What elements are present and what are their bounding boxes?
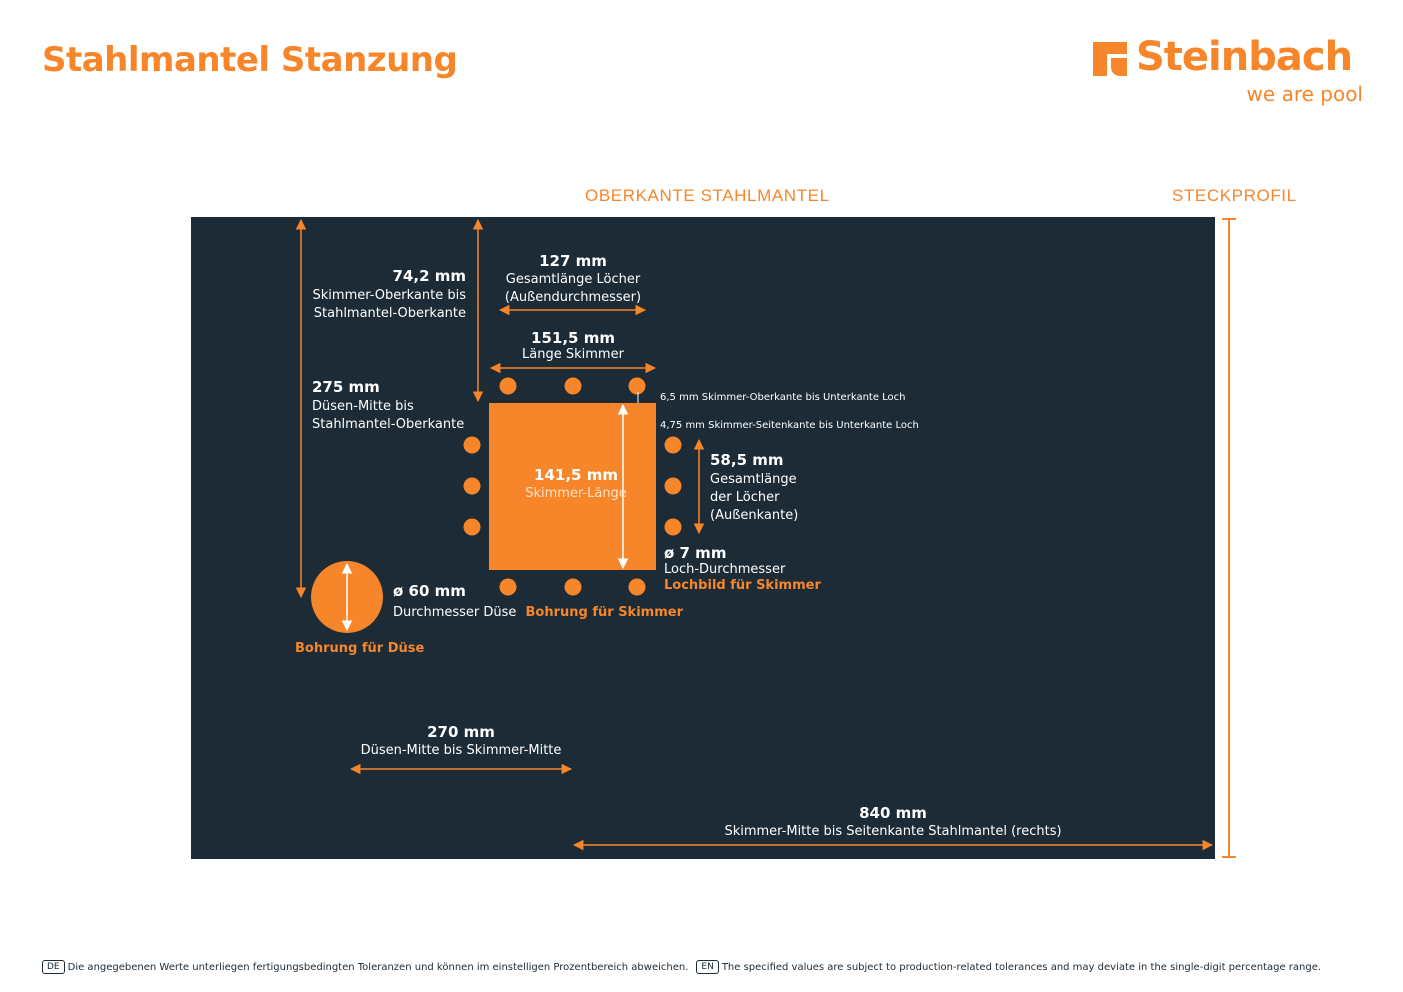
dim-nozzle-diameter: ø 60 mm Durchmesser Düse Bohrung für Ski… (393, 582, 683, 620)
callout-bohrung-duese: Bohrung für Düse (295, 641, 425, 656)
skimmer-hole (628, 578, 646, 596)
callout-lochbild: Lochbild für Skimmer (664, 578, 821, 593)
logo-mark-icon (1093, 42, 1127, 76)
logo-tagline: we are pool (1246, 82, 1363, 106)
note-top-gap: 6,5 mm Skimmer-Oberkante bis Unterkante … (660, 392, 906, 403)
steckprofil-label: STECKPROFIL (1172, 186, 1297, 205)
dim-holes-side-length: 58,5 mm Gesamtlänge der Löcher (Außenkan… (710, 451, 799, 523)
callout-bohrung-skimmer: Bohrung für Skimmer (525, 605, 683, 620)
skimmer-hole (463, 518, 481, 536)
skimmer-hole (564, 377, 582, 395)
skimmer-hole (564, 578, 582, 596)
skimmer-hole (664, 436, 682, 454)
skimmer-hole (628, 377, 646, 395)
steinbach-logo: Steinbach we are pool (1090, 34, 1365, 108)
en-badge: EN (696, 960, 719, 974)
en-disclaimer: The specified values are subject to prod… (721, 961, 1322, 973)
skimmer-hole-pattern (463, 377, 682, 596)
skimmer-hole (664, 518, 682, 536)
dim-skimmer-length: 151,5 mm Länge Skimmer (522, 329, 624, 362)
dim-skimmer-to-edge: 840 mm Skimmer-Mitte bis Seitenkante Sta… (724, 804, 1062, 839)
skimmer-hole (463, 436, 481, 454)
dim-hole-diameter: ø 7 mm Loch-Durchmesser Lochbild für Ski… (664, 544, 821, 593)
dim-holes-total-length: 127 mm Gesamtlänge Löcher (Außendurchmes… (504, 252, 642, 305)
dim-skimmer-top: 74,2 mm Skimmer-Oberkante bis Stahlmante… (312, 267, 466, 321)
steel-wall-panel (191, 217, 1215, 859)
dim-nozzle-top: 275 mm Düsen-Mitte bis Stahlmantel-Oberk… (312, 378, 465, 432)
skimmer-hole (664, 477, 682, 495)
skimmer-hole (463, 477, 481, 495)
steckprofil-bar (1222, 218, 1236, 858)
dim-nozzle-to-skimmer: 270 mm Düsen-Mitte bis Skimmer-Mitte (360, 723, 562, 758)
oberkante-label: OBERKANTE STAHLMANTEL (585, 186, 830, 205)
skimmer-hole (499, 578, 517, 596)
de-badge: DE (42, 960, 65, 974)
footer-disclaimer: DE Die angegebenen Werte unterliegen fer… (42, 960, 1321, 974)
logo-wordmark: Steinbach (1136, 34, 1353, 80)
dim-skimmer-inner: 141,5 mm Skimmer-Länge (525, 466, 627, 501)
de-disclaimer: Die angegebenen Werte unterliegen fertig… (67, 961, 689, 973)
note-side-gap: 4,75 mm Skimmer-Seitenkante bis Unterkan… (660, 420, 919, 431)
page-title: Stahlmantel Stanzung (42, 40, 458, 80)
skimmer-hole (499, 377, 517, 395)
